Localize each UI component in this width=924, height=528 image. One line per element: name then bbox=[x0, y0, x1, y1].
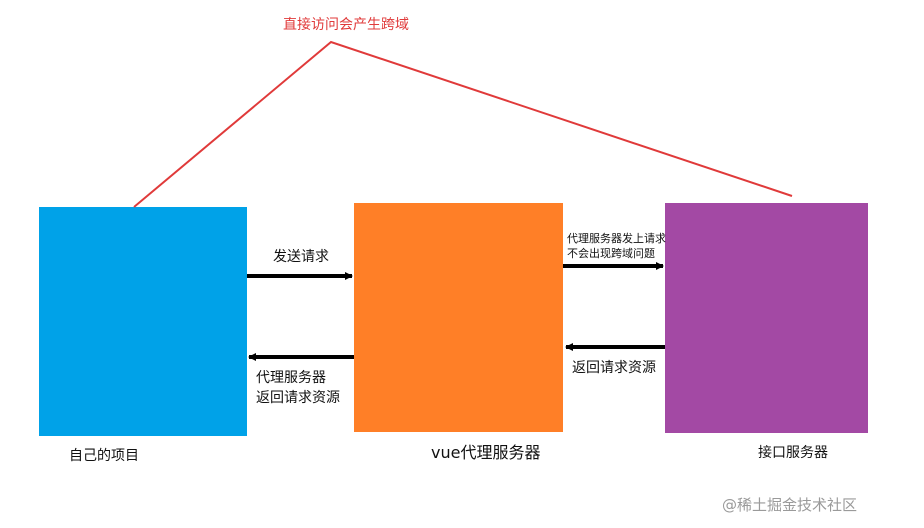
send-request-label: 发送请求 bbox=[273, 249, 329, 265]
proxy-return-line1: 代理服务器 bbox=[256, 370, 326, 386]
cross-origin-line bbox=[133, 40, 793, 208]
vue-proxy-box bbox=[354, 203, 563, 432]
own-project-box bbox=[39, 207, 247, 436]
proxy-return-label: 代理服务器 返回请求资源 bbox=[256, 368, 340, 408]
proxy-upstream-line2: 不会出现跨域问题 bbox=[567, 247, 655, 260]
proxy-upstream-label: 代理服务器发上请求 不会出现跨域问题 bbox=[567, 231, 666, 261]
watermark: @稀土掘金技术社区 bbox=[722, 496, 858, 514]
proxy-upstream-line1: 代理服务器发上请求 bbox=[567, 232, 666, 245]
vue-proxy-label: vue代理服务器 bbox=[431, 443, 541, 462]
proxy-return-line2: 返回请求资源 bbox=[256, 390, 340, 406]
api-server-box bbox=[665, 203, 868, 433]
own-project-label: 自己的项目 bbox=[69, 448, 139, 464]
api-server-label: 接口服务器 bbox=[758, 445, 828, 461]
direct-access-label: 直接访问会产生跨域 bbox=[283, 17, 409, 33]
api-return-label: 返回请求资源 bbox=[572, 360, 656, 376]
